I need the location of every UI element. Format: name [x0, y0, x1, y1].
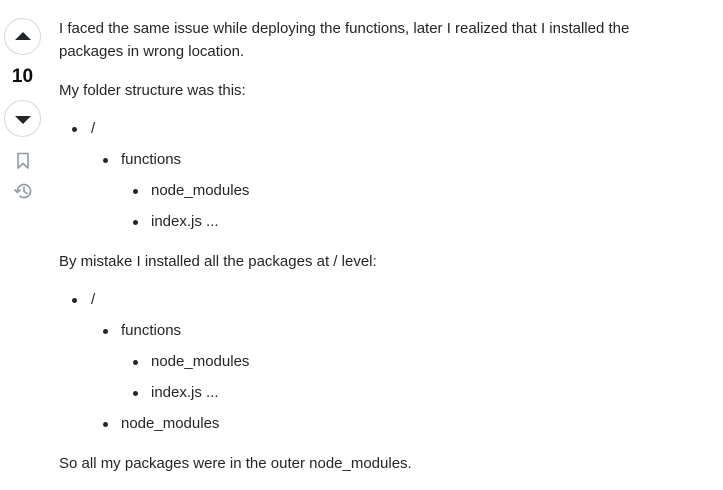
caret-down-icon [14, 115, 31, 124]
list-item: functions node_modules index.js ... [91, 320, 669, 404]
tree-root: / [91, 291, 96, 308]
bullet [133, 220, 138, 225]
tree-folder-functions: functions [121, 151, 182, 168]
bullet [133, 189, 138, 194]
mistake-folder-tree: / functions node_modules index. [59, 289, 669, 435]
correct-folder-tree: / functions node_modules index. [59, 118, 669, 233]
upvote-button[interactable] [4, 18, 41, 55]
bullet [103, 329, 108, 334]
bullet [72, 298, 77, 303]
history-icon [13, 183, 32, 199]
bullet [103, 422, 108, 427]
vote-count: 10 [11, 66, 34, 87]
mistake-label: By mistake I installed all the packages … [59, 253, 377, 270]
list-item: functions node_modules index.js ... [91, 149, 669, 233]
tree-root: / [91, 120, 96, 137]
list-item: index.js ... [121, 382, 669, 404]
list-item: node_modules [91, 413, 669, 435]
bookmark-icon [17, 152, 29, 169]
tree-node-modules: node_modules [151, 353, 250, 370]
tree-outer-node-modules: node_modules [121, 415, 220, 432]
bullet [103, 158, 108, 163]
bullet [133, 391, 138, 396]
downvote-button[interactable] [4, 100, 41, 137]
tree-folder-functions: functions [121, 322, 182, 339]
tree-index-js: index.js ... [151, 213, 219, 230]
list-item: node_modules [121, 351, 669, 373]
history-button[interactable] [13, 181, 33, 201]
list-item: / functions node_modules index. [59, 289, 669, 435]
bullet [72, 127, 77, 132]
list-item: / functions node_modules index. [59, 118, 669, 233]
intro-paragraph: I faced the same issue while deploying t… [59, 20, 630, 60]
tree-index-js: index.js ... [151, 384, 219, 401]
list-item: index.js ... [121, 211, 669, 233]
conclusion-paragraph: So all my packages were in the outer nod… [59, 455, 412, 472]
list-item: node_modules [121, 180, 669, 202]
bookmark-button[interactable] [13, 151, 33, 171]
structure-label: My folder structure was this: [59, 82, 246, 99]
tree-node-modules: node_modules [151, 182, 250, 199]
answer-body: I faced the same issue while deploying t… [59, 17, 669, 490]
bullet [133, 360, 138, 365]
caret-up-icon [14, 31, 31, 40]
